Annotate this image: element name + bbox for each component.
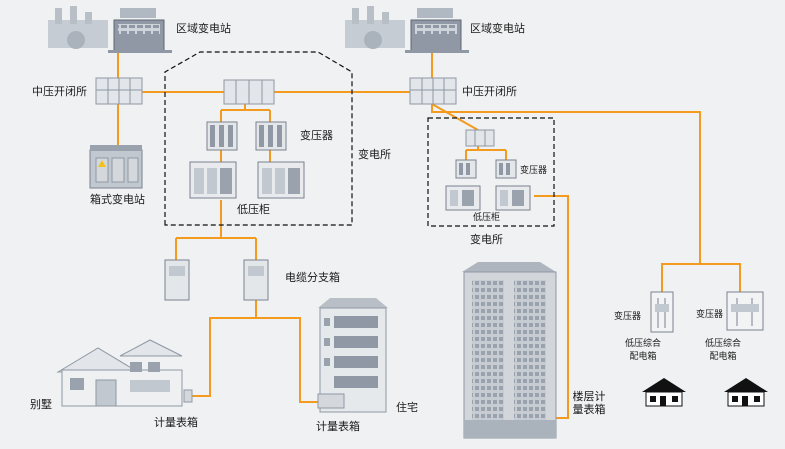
line-mv-right-to-small-sub bbox=[431, 103, 479, 131]
substation-left-graphic bbox=[48, 6, 172, 53]
power-lines bbox=[117, 52, 741, 419]
mv-switch-right-graphic bbox=[409, 77, 457, 105]
label-floor-meter-line2: 量表箱 bbox=[572, 403, 606, 416]
label-box-substation: 箱式变电站 bbox=[90, 193, 145, 206]
label-lv-cabinet-main: 低压柜 bbox=[237, 203, 270, 216]
label-lv-cabinet-small: 低压柜 bbox=[473, 213, 501, 223]
label-mv-switch-left: 中压开闭所 bbox=[32, 85, 87, 98]
label-lv-dist-box1-line2: 配电箱 bbox=[629, 352, 657, 362]
highrise-graphic bbox=[462, 262, 557, 439]
line-to-villa bbox=[184, 300, 257, 397]
label-floor-meter-box: 楼层计 量表箱 bbox=[571, 390, 607, 416]
label-transformer-pole1: 变压器 bbox=[614, 312, 642, 322]
substation-small-boundary bbox=[427, 117, 555, 227]
label-lv-dist-box2-line2: 配电箱 bbox=[709, 352, 737, 362]
substation-right-graphic bbox=[345, 6, 469, 53]
label-transformer-small: 变压器 bbox=[520, 166, 548, 176]
label-substation-main: 变电所 bbox=[358, 148, 391, 161]
label-lv-dist-box2: 低压综合 配电箱 bbox=[700, 338, 746, 364]
substation-main-boundary bbox=[164, 51, 353, 226]
mv-switch-left-graphic bbox=[95, 77, 143, 105]
small-sub-equipment bbox=[445, 129, 531, 211]
label-lv-dist-box2-line1: 低压综合 bbox=[704, 339, 741, 349]
box-substation-graphic bbox=[89, 145, 143, 189]
label-lv-dist-box1-line1: 低压综合 bbox=[624, 339, 661, 349]
label-residence: 住宅 bbox=[396, 401, 418, 414]
rural-transformer1-graphic bbox=[650, 291, 674, 333]
line-to-residence bbox=[256, 317, 318, 403]
residence-graphic bbox=[317, 298, 388, 413]
cable-branch-box-graphics bbox=[164, 259, 269, 301]
house-2-graphic bbox=[724, 378, 768, 407]
label-substation-small: 变电所 bbox=[470, 233, 503, 246]
rural-transformer2-graphic bbox=[726, 291, 764, 331]
label-cable-branch-box: 电缆分支箱 bbox=[285, 271, 340, 284]
mv-switch-main-graphic bbox=[223, 79, 275, 105]
label-mv-switch-right: 中压开闭所 bbox=[462, 85, 517, 98]
line-to-building bbox=[534, 195, 569, 419]
label-villa: 别墅 bbox=[30, 398, 52, 411]
line-rural-branch bbox=[661, 263, 741, 302]
label-substation-right: 区域变电站 bbox=[470, 22, 525, 35]
villa-graphic bbox=[56, 339, 193, 407]
lv-cabinet-main-graphics bbox=[189, 161, 305, 199]
house-1-graphic bbox=[642, 378, 686, 407]
line-mv-right-to-rural bbox=[431, 104, 701, 264]
label-lv-dist-box1: 低压综合 配电箱 bbox=[620, 338, 666, 364]
label-transformer-pole2: 变压器 bbox=[696, 310, 724, 320]
label-floor-meter-line1: 楼层计 bbox=[572, 390, 606, 403]
label-meter-box-villa: 计量表箱 bbox=[154, 416, 198, 429]
transformer-main-graphics bbox=[206, 121, 287, 151]
label-meter-box-residence: 计量表箱 bbox=[316, 420, 360, 433]
label-substation-left: 区域变电站 bbox=[176, 22, 231, 35]
label-transformer-main: 变压器 bbox=[300, 129, 333, 142]
